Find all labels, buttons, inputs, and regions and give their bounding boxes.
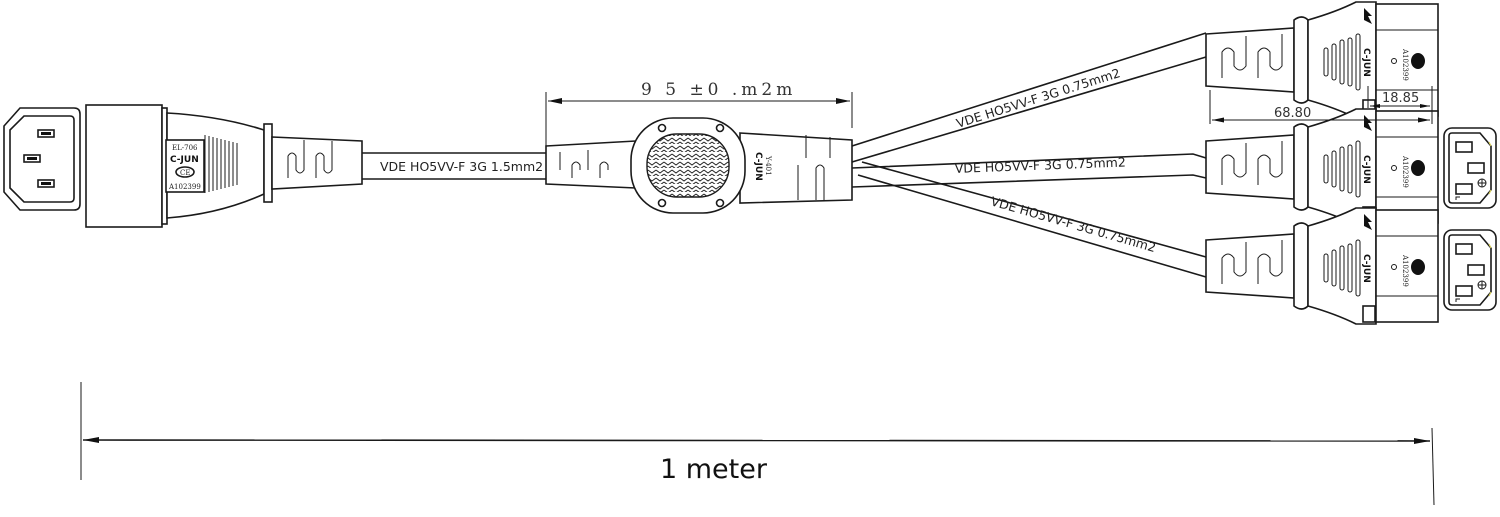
grip-ribs [204,135,238,193]
splitter-body: C-JUN Y-401 [545,117,853,214]
total-length-dimension: 1 meter [80,382,1435,506]
main-cable: VDE HO5VV-F 3G 1.5mm2 [362,152,546,180]
connector-dimensions: 68.80 18.85 [1209,86,1433,124]
plug-code: A102399 [168,183,201,191]
output-connector-3-brand: C-JUN [1361,254,1371,283]
plug-brand: C-JUN [170,155,199,165]
c13-face-view-1 [1443,127,1497,209]
branch-cable-label-1: VDE HO5VV-F 3G 0.75mm2 [954,65,1122,131]
output-connector-2-brand: C-JUN [1361,155,1371,184]
branch-cable-label-2: VDE HO5VV-F 3G 0.75mm2 [955,154,1126,176]
branch-cables: VDE HO5VV-F 3G 0.75mm2 VDE HO5VV-F 3G 0.… [851,32,1207,278]
output-connector-1: C-JUN A102399 [1205,1,1439,119]
plug-cert: CE [180,169,190,177]
output-connector-1-brand: C-JUN [1361,48,1371,77]
c14-face-view [3,107,81,211]
output-connector-1-code: A102399 [1401,48,1409,81]
splitter-dimension-label: 9 5 ±0 .m2m [641,80,796,100]
output-connector-3: C-JUN A102399 [1205,207,1439,325]
splitter-dimension: 9 5 ±0 .m2m [545,80,853,146]
branch-cable-label-3: VDE HO5VV-F 3G 0.75mm2 [989,193,1158,255]
plug-label-box [165,139,205,193]
total-length-label: 1 meter [660,454,768,485]
cert-mark-icon [175,166,195,178]
plug-model: EL-706 [172,144,198,152]
splitter-brand: C-JUN [753,152,763,181]
connector-head-label: 18.85 [1382,91,1419,106]
main-cable-label: VDE HO5VV-F 3G 1.5mm2 [380,159,543,174]
output-connector-3-code: A102399 [1401,254,1409,287]
c13-face-view-2 [1443,229,1497,311]
output-connector-2: C-JUN A102399 [1205,108,1439,226]
output-connector-2-code: A102399 [1401,155,1409,188]
splitter-model: Y-401 [764,155,772,176]
input-plug: EL-706 C-JUN CE A102399 [85,104,363,228]
connector-length-label: 68.80 [1274,106,1311,121]
splitter-grip-texture [646,133,730,198]
